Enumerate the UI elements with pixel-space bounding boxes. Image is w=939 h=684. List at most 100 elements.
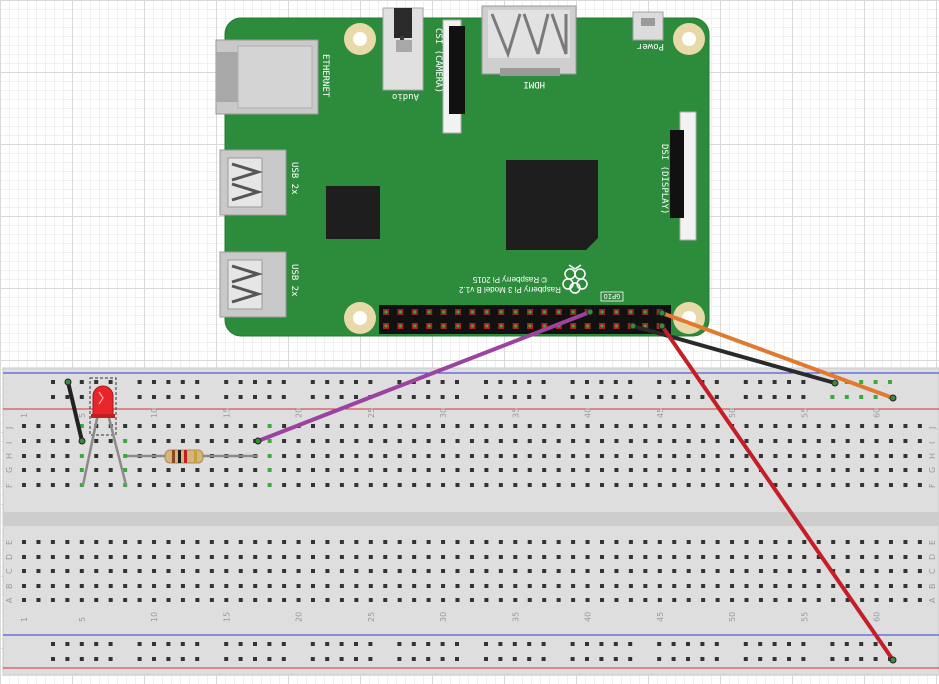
gpio-pin-dot bbox=[485, 310, 489, 314]
breadboard-hole bbox=[614, 439, 619, 443]
power-rail-hole bbox=[873, 395, 878, 399]
power-rail-hole bbox=[94, 642, 99, 646]
breadboard-hole bbox=[253, 584, 258, 588]
breadboard-hole bbox=[65, 468, 70, 472]
breadboard-hole bbox=[672, 439, 677, 443]
breadboard-hole bbox=[325, 540, 330, 544]
breadboard-hole bbox=[354, 483, 359, 487]
breadboard-hole bbox=[917, 555, 922, 559]
breadboard-hole bbox=[180, 424, 185, 428]
breadboard-hole bbox=[267, 454, 272, 458]
breadboard-hole bbox=[758, 569, 763, 573]
breadboard-hole bbox=[498, 424, 503, 428]
breadboard-hole bbox=[802, 454, 807, 458]
breadboard-hole bbox=[527, 540, 532, 544]
power-rail-hole bbox=[844, 657, 849, 661]
breadboard-hole bbox=[874, 584, 879, 588]
breadboard-hole bbox=[686, 483, 691, 487]
power-rail-hole bbox=[195, 657, 200, 661]
breadboard-hole bbox=[412, 468, 417, 472]
gpio-pin-dot bbox=[557, 310, 561, 314]
power-rail-hole bbox=[801, 380, 806, 384]
column-number: 40 bbox=[584, 408, 593, 418]
breadboard-hole bbox=[903, 468, 908, 472]
power-rail-hole bbox=[527, 657, 532, 661]
breadboard-hole bbox=[542, 454, 547, 458]
breadboard-hole bbox=[224, 439, 229, 443]
breadboard-hole bbox=[686, 439, 691, 443]
power-rail-hole bbox=[484, 380, 488, 384]
breadboard-hole bbox=[282, 424, 287, 428]
gpio-pin-dot bbox=[470, 324, 474, 328]
breadboard-hole bbox=[758, 555, 763, 559]
column-number: 20 bbox=[295, 612, 304, 622]
breadboard-hole bbox=[65, 555, 70, 559]
breadboard-hole bbox=[730, 439, 735, 443]
dsi-label: DSI (DISPLAY) bbox=[659, 144, 669, 214]
breadboard-hole bbox=[628, 584, 633, 588]
breadboard-hole bbox=[643, 454, 648, 458]
breadboard-hole bbox=[672, 468, 677, 472]
breadboard-hole bbox=[50, 439, 55, 443]
breadboard-hole bbox=[903, 483, 908, 487]
breadboard-hole bbox=[701, 439, 706, 443]
breadboard-hole bbox=[238, 483, 243, 487]
breadboard-hole bbox=[889, 584, 893, 588]
breadboard-hole bbox=[195, 598, 200, 602]
breadboard-hole bbox=[253, 555, 258, 559]
breadboard-hole bbox=[744, 569, 749, 573]
breadboard-hole bbox=[296, 569, 301, 573]
breadboard-hole bbox=[860, 598, 865, 602]
power-rail-hole bbox=[686, 380, 690, 384]
breadboard-hole bbox=[36, 598, 41, 602]
power-rail-hole bbox=[267, 380, 272, 384]
column-number: 5 bbox=[78, 617, 87, 622]
breadboard-hole bbox=[253, 424, 258, 428]
breadboard-hole bbox=[94, 468, 99, 472]
breadboard-hole bbox=[166, 598, 171, 602]
breadboard-hole bbox=[267, 424, 272, 428]
breadboard-hole bbox=[657, 569, 662, 573]
breadboard-hole bbox=[889, 598, 893, 602]
power-rail-hole bbox=[325, 380, 330, 384]
breadboard-hole bbox=[152, 468, 157, 472]
breadboard-hole bbox=[267, 483, 272, 487]
breadboard-hole bbox=[628, 540, 633, 544]
power-rail-hole bbox=[859, 380, 864, 384]
breadboard-hole bbox=[94, 584, 99, 588]
breadboard-hole bbox=[715, 540, 720, 544]
power-rail-hole bbox=[51, 395, 55, 399]
row-letter: E bbox=[928, 540, 937, 545]
column-number: 5 bbox=[78, 413, 87, 418]
power-rail-hole bbox=[310, 642, 315, 646]
breadboard-hole bbox=[787, 584, 792, 588]
breadboard-hole bbox=[339, 454, 344, 458]
breadboard-hole bbox=[180, 483, 185, 487]
gpio-pin-dot bbox=[499, 324, 503, 328]
power-rail-hole bbox=[79, 380, 84, 384]
power-rail-hole bbox=[599, 395, 604, 399]
breadboard-hole bbox=[224, 468, 229, 472]
breadboard-hole bbox=[657, 540, 662, 544]
breadboard-hole bbox=[311, 468, 315, 472]
power-rail-hole bbox=[830, 642, 835, 646]
breadboard-hole bbox=[469, 454, 474, 458]
power-rail-hole bbox=[180, 395, 185, 399]
power-rail-hole bbox=[498, 657, 503, 661]
column-number: 10 bbox=[150, 612, 159, 622]
mounting-hole bbox=[673, 23, 705, 55]
breadboard-hole bbox=[773, 454, 778, 458]
power-rail-hole bbox=[108, 380, 113, 384]
column-number: 15 bbox=[222, 612, 231, 622]
breadboard-hole bbox=[195, 540, 200, 544]
breadboard-hole bbox=[152, 424, 157, 428]
breadboard-hole bbox=[498, 468, 503, 472]
breadboard-hole bbox=[889, 540, 893, 544]
breadboard-hole bbox=[484, 439, 489, 443]
breadboard-hole bbox=[816, 439, 821, 443]
breadboard-hole bbox=[36, 439, 41, 443]
breadboard-hole bbox=[715, 555, 720, 559]
power-rail-hole bbox=[426, 380, 431, 384]
power-rail-hole bbox=[325, 395, 330, 399]
